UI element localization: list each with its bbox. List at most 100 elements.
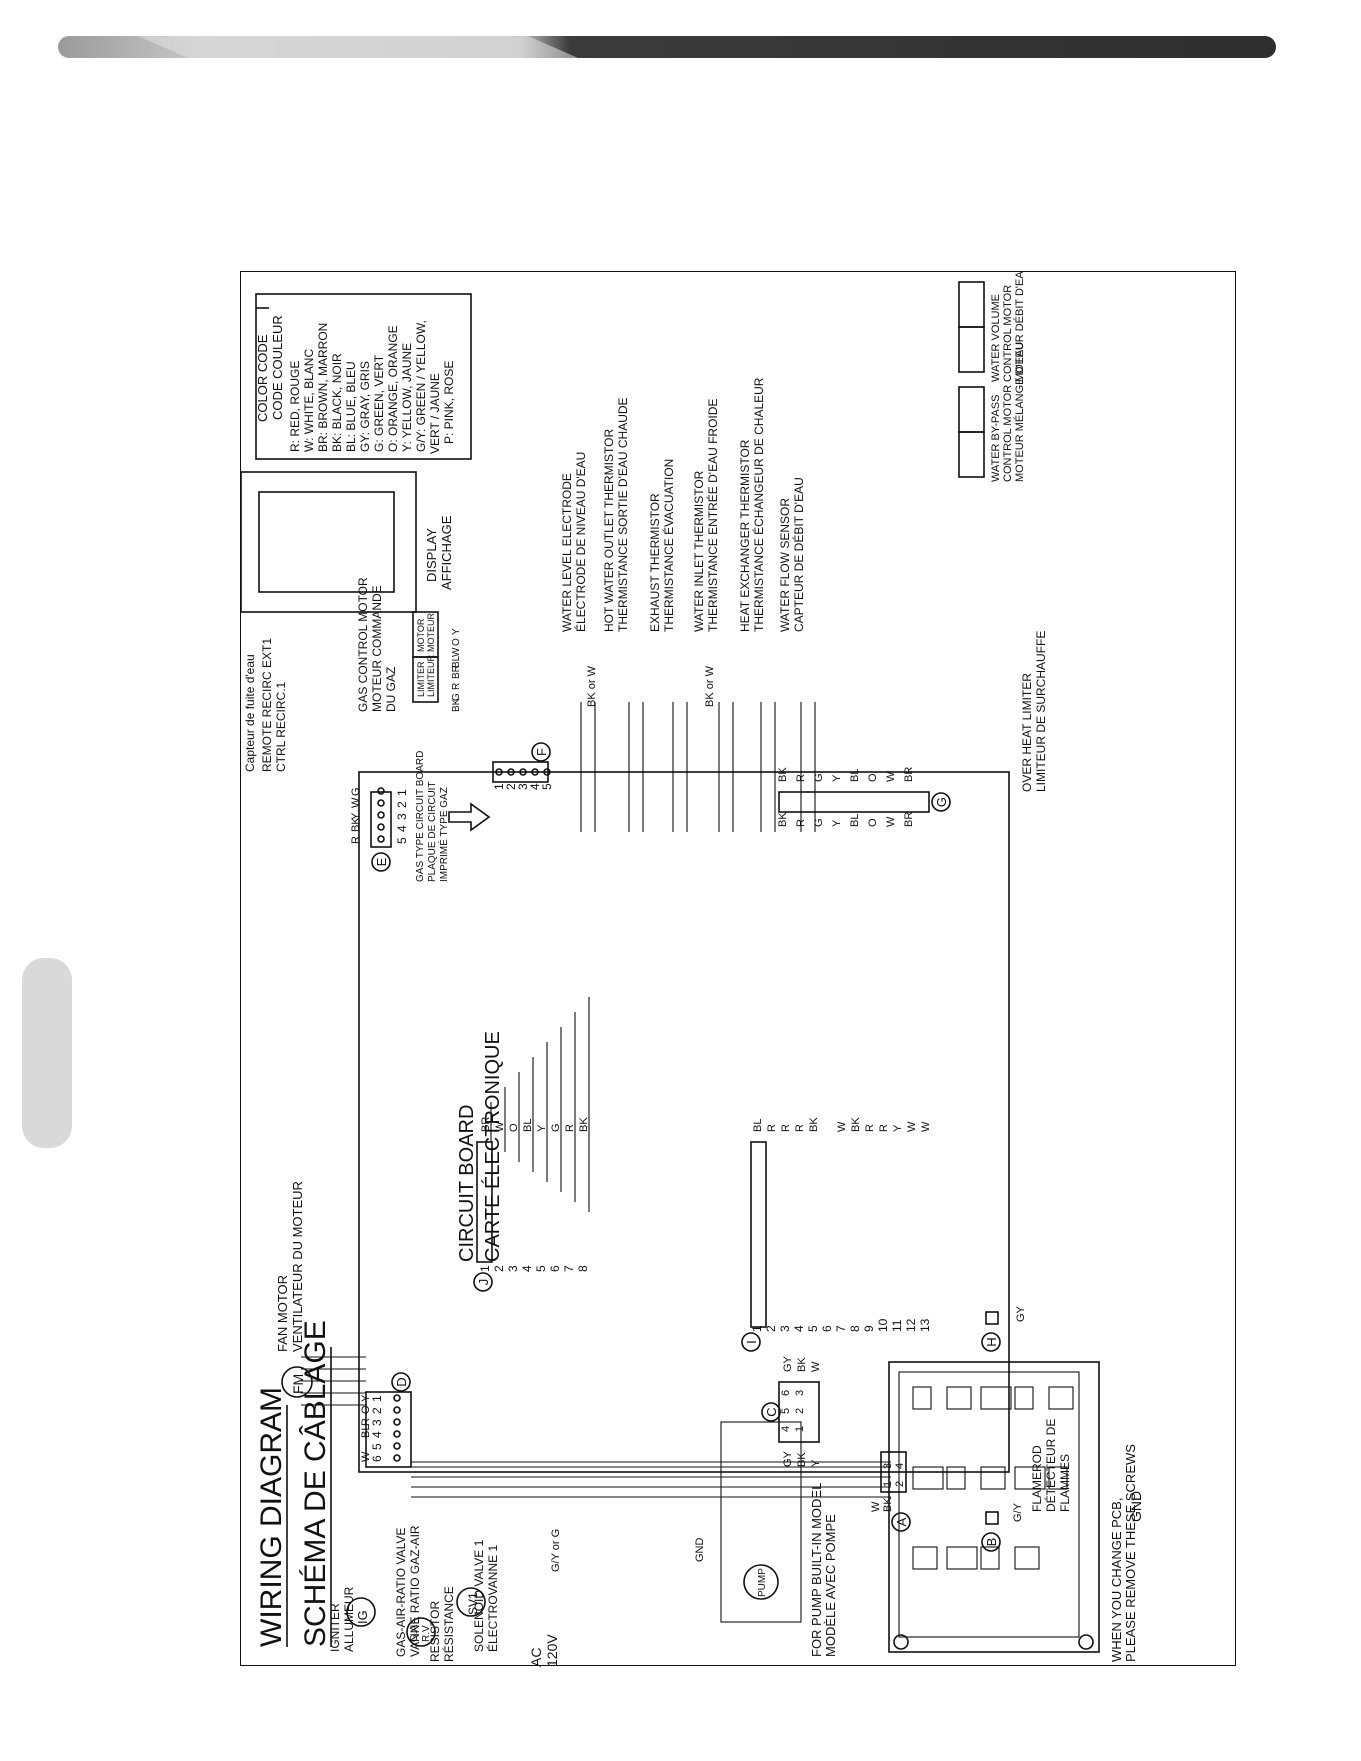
resistor-label: RESISTOR: [428, 1601, 442, 1662]
ctrl-recirc-label: CTRL RECIRC.1: [274, 681, 288, 772]
connector-e-letter: E: [374, 857, 389, 866]
connector-g-wire: BL: [849, 769, 861, 782]
connector-j-pin: 2: [492, 1265, 506, 1272]
pcb-component: [1014, 1386, 1034, 1410]
pcb-component: [946, 1386, 972, 1410]
connector-c-pin: 4: [780, 1426, 792, 1432]
gas-type-label: IMPRIMÉ TYPE GAZ: [437, 787, 450, 882]
gas-type-label: PLAQUE DE CIRCUIT: [427, 781, 438, 882]
connector-d-pin: 5: [370, 1443, 384, 1450]
connector-g-wire: BR: [903, 812, 915, 827]
gas-motor-wire: BL: [451, 655, 462, 668]
connector-f-pin: 1: [492, 783, 506, 790]
volume-limiter: [958, 326, 985, 373]
connector-a-pin: 1: [882, 1481, 894, 1487]
gnd-wire: G/Y: [1012, 1502, 1024, 1522]
color-code-entry: VERT / JAUNE: [428, 373, 442, 454]
flamerod-label: FLAMEROD: [1030, 1445, 1044, 1512]
pin: [519, 768, 527, 776]
connector-i-pin: 8: [848, 1325, 862, 1332]
connector-j-wire: BK: [578, 1117, 590, 1132]
connector-i-block: [750, 1141, 767, 1328]
connector-c-pin: 2: [794, 1408, 806, 1414]
connector-e-wire: Y: [350, 812, 362, 820]
connector-g-wire: Y: [831, 819, 843, 827]
connector-b-block: [985, 1511, 999, 1525]
connector-i-letter-marker: [741, 1332, 761, 1352]
resistor-label: RÉSISTANCE: [441, 1586, 456, 1662]
connector-e-pin: 4: [395, 825, 409, 832]
pcb-component: [912, 1386, 932, 1410]
connector-g-wire: BK: [777, 812, 789, 827]
connector-c-pin: 6: [780, 1390, 792, 1396]
sensor-label: HEAT EXCHANGER THERMISTOR: [738, 439, 752, 632]
ac-label: 120V: [544, 1634, 560, 1667]
connector-e-pin: 3: [395, 813, 409, 820]
connector-g-wire: Y: [831, 774, 843, 782]
connector-e-pin: 2: [395, 801, 409, 808]
sv1-symbol-label: SV1: [466, 1592, 480, 1615]
pcb-note: PLEASE REMOVE THESE SCREWS: [1123, 1444, 1138, 1662]
diagram-title: WIRING DIAGRAM: [255, 1387, 288, 1647]
sensor-label: THERMISTANCE ÉVACUATION: [661, 459, 676, 632]
connector-c-wire: BK: [796, 1357, 808, 1372]
gas-motor-wire: G: [451, 693, 462, 701]
connector-i-wire: BK: [808, 1117, 820, 1132]
connector-e-wire: BK: [350, 817, 362, 832]
sensor-label: ÉLECTRODE DE NIVEAU D'EAU: [573, 452, 588, 632]
connector-g-letter-marker: [931, 792, 951, 812]
sensor-label: THERMISTANCE ENTRÉE D'EAU FROIDE: [705, 399, 720, 632]
pcb-component: [1048, 1386, 1074, 1410]
igniter-symbol-label: IG: [355, 1610, 370, 1624]
color-code-entry: BR: BROWN, MARRON: [316, 323, 330, 452]
connector-j-wire: W: [494, 1121, 506, 1132]
connector-d-wire: W: [360, 1451, 372, 1462]
color-code-entry: BK: BLACK, NOIR: [330, 353, 344, 452]
gas-motor-label: GAS CONTROL MOTOR: [356, 577, 370, 712]
flamerod-label: FLAMMES: [1058, 1454, 1072, 1512]
connector-g-wire: O: [867, 818, 879, 827]
pcb-inner: [898, 1371, 1080, 1638]
pin: [393, 1406, 401, 1414]
connector-e-pin: 1: [395, 789, 409, 796]
pcb-component: [912, 1466, 944, 1490]
pcb-component: [980, 1386, 1012, 1410]
pcb-component: [946, 1466, 966, 1490]
connector-c-wire: BK: [796, 1452, 808, 1467]
connector-d-pin: 6: [370, 1455, 384, 1462]
pin: [495, 768, 503, 776]
pin: [543, 768, 551, 776]
pcb-screw-icon: [893, 1634, 909, 1650]
sv1-symbol: [456, 1587, 486, 1617]
flamerod-wire: GY: [1015, 1305, 1027, 1322]
color-code-entry: W: WHITE, BLANC: [302, 349, 316, 452]
connector-i-wire: R: [794, 1124, 806, 1132]
connector-c-pin: 1: [794, 1426, 806, 1432]
pin: [377, 787, 385, 795]
connector-d-wire: BL: [360, 1425, 372, 1438]
connector-j-pin: 3: [506, 1265, 520, 1272]
pin: [393, 1430, 401, 1438]
pcb-component: [1014, 1546, 1040, 1570]
overheat-label: OVER HEAT LIMITER: [1020, 673, 1034, 792]
connector-c-wire: W: [810, 1361, 822, 1372]
connector-d-letter: D: [394, 1377, 409, 1386]
color-code-title: COLOR CODE: [255, 334, 270, 422]
motor-label: MOTOR: [416, 618, 426, 652]
fan-motor-symbol-label: FM: [290, 1374, 306, 1394]
connector-d-letter-marker: [391, 1372, 411, 1392]
connector-d-wire: R: [360, 1418, 372, 1426]
gas-motor-wire: BK: [451, 698, 462, 712]
connector-d-block: [365, 1391, 412, 1468]
garv-symbol-label: G.A: [409, 1624, 420, 1642]
gas-motor-wire: O: [451, 638, 462, 646]
connector-j-pin: 8: [576, 1265, 590, 1272]
fan-motor-symbol: [281, 1366, 313, 1398]
bypass-label: MOTEUR MÉLANGE D'EAU: [1013, 342, 1026, 482]
connector-f-block: [492, 761, 549, 783]
connector-g-wire: BK: [777, 767, 789, 782]
connector-d-wire: Y: [360, 1394, 372, 1402]
gas-type-label: GAS TYPE CIRCUIT BOARD: [415, 751, 426, 882]
pump-label: MODÈLE AVEC POMPE: [823, 1514, 838, 1657]
pcb-note: WHEN YOU CHANGE PCB,: [1109, 1498, 1124, 1662]
